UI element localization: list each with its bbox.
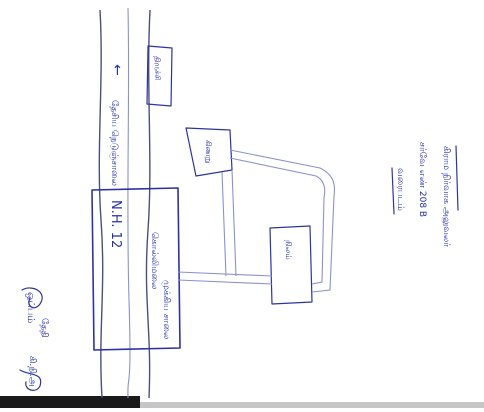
sign-line: கிராம நிர்வாக அலுவலர் (441, 146, 451, 247)
land-box (269, 225, 313, 305)
top-destination-text: திருச்சி (152, 56, 162, 81)
survey-line: சர்வே எண் 208 B (417, 142, 427, 217)
scan-shadow (0, 396, 140, 408)
top-destination-box (146, 45, 173, 107)
signature-scribble-2 (19, 369, 42, 391)
highway-edge-left (98, 9, 104, 399)
well-label: கிணறு (203, 140, 213, 163)
well-path-1 (221, 171, 227, 277)
loop-path-inner (229, 157, 326, 285)
scan-shadow-strip (0, 402, 484, 408)
road-caption: தேசிய நெடுஞ்சாலை (109, 100, 119, 186)
direction-arrow: ← (109, 64, 125, 76)
corner-note-signature: ஒப்பம் (25, 292, 36, 323)
highway-center-faint (127, 7, 131, 399)
signature-scribble (21, 287, 43, 309)
loop-path-outer (229, 149, 336, 293)
junction-box (91, 187, 181, 351)
junction-sublabel: முக்கிய சாலை (161, 280, 171, 339)
title-word: வரைபடம் (395, 168, 405, 211)
junction-label: கொல்லிமலை (149, 232, 159, 289)
well-path-2 (231, 169, 237, 277)
corner-note-office: கி.நி.அ (27, 356, 37, 387)
sign-underline (455, 145, 459, 211)
highway-label: N.H. 12 (108, 200, 123, 248)
land-label: நிலம் (284, 240, 293, 260)
title-underline (391, 167, 395, 215)
corner-note-date: தேதி (39, 318, 49, 338)
connector-lower (177, 279, 273, 285)
connector-upper (177, 271, 273, 277)
highway-edge-right (145, 9, 151, 399)
